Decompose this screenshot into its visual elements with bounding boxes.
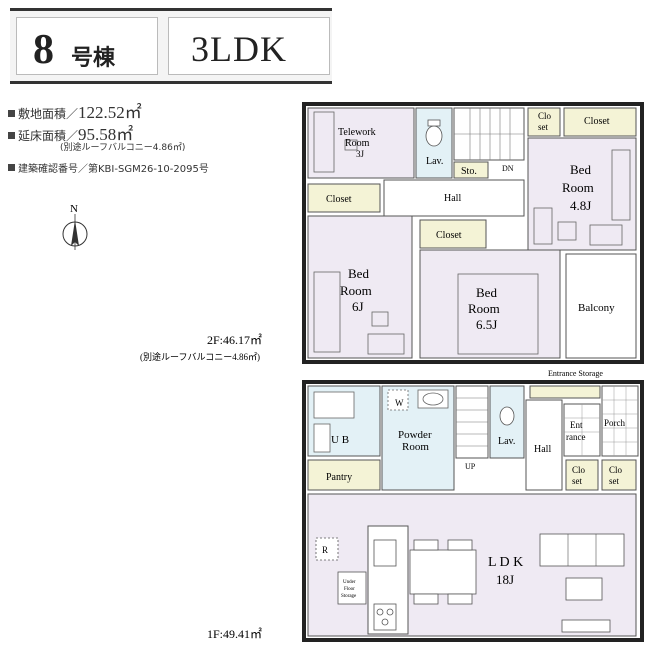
closet-top-2f-label: Closet xyxy=(584,116,610,127)
bed48-label-1: Bed xyxy=(570,162,591,177)
floor1-outer-wall xyxy=(302,380,644,642)
closet-left-2f xyxy=(307,183,381,213)
floor1-area-label: 1F:49.41㎡ xyxy=(207,627,262,641)
site-area-label: 敷地面積／ xyxy=(18,107,79,121)
ub-label: U B xyxy=(331,434,349,446)
underfloor-label-3: Storage xyxy=(341,594,357,599)
sink-icon xyxy=(373,539,397,567)
powder-label-1: Powder xyxy=(398,429,432,441)
hall-2f xyxy=(383,179,525,217)
layout-type-box: 3LDK xyxy=(168,17,330,75)
hall-2f-label: Hall xyxy=(444,193,461,204)
underfloor-storage xyxy=(337,571,367,605)
bedroom-65 xyxy=(419,249,561,359)
clo1-label-2: set xyxy=(572,476,582,486)
telework-label-2: Room xyxy=(345,138,370,149)
low-table xyxy=(565,577,603,601)
building-number-box: 8 号棟 xyxy=(16,17,158,75)
lav-2f-label: Lav. xyxy=(426,156,443,167)
tv-board xyxy=(561,619,611,633)
up-label: UP xyxy=(465,462,476,471)
balcony xyxy=(565,253,637,359)
closet-small-2f xyxy=(527,107,561,137)
bed6-label-2: Room xyxy=(340,283,372,298)
bed6-label-1: Bed xyxy=(348,266,369,281)
compass-icon: N xyxy=(62,203,88,250)
underfloor-label-2: Floor xyxy=(344,587,355,592)
clo2-label-1: Clo xyxy=(609,465,623,475)
sofa xyxy=(539,533,625,567)
w-mark: W xyxy=(395,398,404,408)
compass-north-label: N xyxy=(70,203,78,215)
building-number: 8 xyxy=(33,27,54,73)
permit-line: 建築確認番号／第KBI-SGM26-10-2095号 xyxy=(8,160,209,175)
telework-label-1: Telework xyxy=(338,127,376,138)
porch-label: Porch xyxy=(604,418,625,428)
layout-type: 3LDK xyxy=(191,29,287,69)
powder-label-2: Room xyxy=(402,441,429,453)
clo2-label-2: set xyxy=(609,476,619,486)
dining-table xyxy=(409,549,477,595)
ldk-size: 18J xyxy=(496,572,514,587)
bed65-label-1: Bed xyxy=(476,285,497,300)
bed6-size: 6J xyxy=(352,299,364,314)
bed65-label-2: Room xyxy=(468,301,500,316)
permit-value: 第KBI-SGM26-10-2095号 xyxy=(88,164,209,175)
floor2-outer-wall xyxy=(302,102,644,364)
closet-small-2f-label-1: Clo xyxy=(538,111,552,121)
sto-label: Sto. xyxy=(461,166,477,177)
closet-center-2f xyxy=(419,219,487,249)
floor-area-note: (別途ルーフバルコニー4.86㎡) xyxy=(60,143,186,153)
floor-area-value: 95.58㎡ xyxy=(78,125,134,144)
pantry xyxy=(307,459,381,491)
underfloor-label-1: Under xyxy=(343,580,356,585)
bed48-size: 4.8J xyxy=(570,198,591,213)
bullet-square-icon xyxy=(8,132,15,139)
hall-1f xyxy=(525,399,563,491)
clo1-label-1: Clo xyxy=(572,465,586,475)
bed48-label-2: Room xyxy=(562,180,594,195)
hall-1f-label: Hall xyxy=(534,444,551,455)
floor-2: Telework Room 3J Lav. Sto. DN Clo set Cl… xyxy=(140,102,644,364)
pantry-label: Pantry xyxy=(326,472,352,483)
dn-label: DN xyxy=(502,164,514,173)
porch xyxy=(601,385,639,457)
closet-small-2f-label-2: set xyxy=(538,122,548,132)
closet-1f-b xyxy=(601,459,637,491)
permit-label: 建築確認番号／ xyxy=(18,164,88,175)
entrance-storage xyxy=(529,385,601,399)
site-area-line: 敷地面積／122.52㎡ xyxy=(8,98,142,123)
floor-area-line: 延床面積／95.58㎡ xyxy=(8,120,133,145)
closet-top-2f xyxy=(563,107,637,137)
stove-icon xyxy=(373,603,397,631)
ent-label-1: Ent xyxy=(570,420,583,430)
balcony-label: Balcony xyxy=(578,302,615,314)
telework-room xyxy=(307,107,415,179)
closet-left-2f-label: Closet xyxy=(326,194,352,205)
bedroom-48 xyxy=(527,137,637,251)
lav-1f-label: Lav. xyxy=(498,436,515,447)
ent-label-2: rance xyxy=(566,432,585,442)
ldk-label: L D K xyxy=(488,555,523,570)
floor-1: Entrance Storage W U B Powder Room Lav. … xyxy=(207,369,644,642)
floor2-area-label: 2F:46.17㎡ xyxy=(207,333,262,347)
site-area-value: 122.52㎡ xyxy=(78,103,142,122)
bullet-square-icon xyxy=(8,110,15,117)
closet-1f-a xyxy=(565,459,599,491)
fridge-space xyxy=(315,537,339,561)
storage-2f xyxy=(453,161,489,179)
closet-center-2f-label: Closet xyxy=(436,230,462,241)
header-banner: 8 号棟 3LDK xyxy=(10,8,332,84)
telework-size: 3J xyxy=(356,149,365,159)
floor2-area-note: (別途ルーフバルコニー4.86㎡) xyxy=(140,351,260,362)
building-suffix: 号棟 xyxy=(71,46,116,71)
r-mark: R xyxy=(322,545,328,555)
entrance-storage-label: Entrance Storage xyxy=(548,369,603,378)
bed65-size: 6.5J xyxy=(476,317,497,332)
floor-area-label: 延床面積／ xyxy=(18,129,79,143)
bullet-square-icon xyxy=(8,164,15,171)
